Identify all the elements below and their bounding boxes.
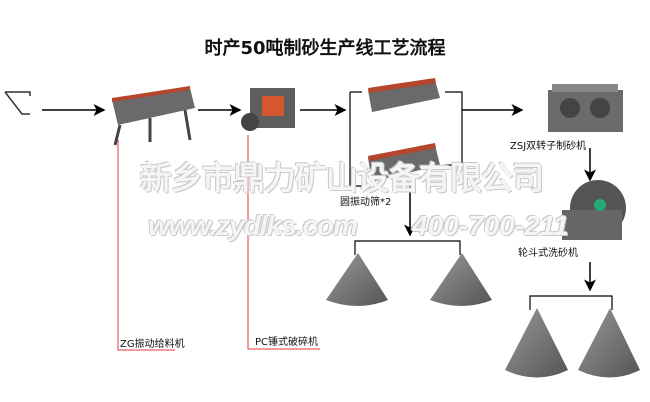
diagram-title: 时产50吨制砂生产线工艺流程 [204,38,446,59]
label-screen: 圆振动筛*2 [340,197,392,208]
leader-line [247,135,320,350]
label-sand-maker: ZSJ双转子制砂机 [510,141,587,152]
screen-machine-top [368,78,440,112]
sand-pile [578,308,640,378]
screen-machine-bottom [368,143,440,182]
washer-machine [562,180,626,240]
label-feeder: ZG振动给料机 [120,339,185,350]
leader-line [117,140,175,351]
merge-bracket [445,91,463,166]
watermark-website: www.zydlks.com [148,210,358,241]
watermark-phone: 400-700-211 [412,210,569,241]
sand-pile [326,253,388,306]
feeder-machine [112,86,195,146]
split-bracket [349,91,362,187]
sand-maker-machine [548,84,623,132]
hopper-icon [4,91,31,115]
label-washer: 轮斗式洗砂机 [518,248,578,259]
watermark-company: 新乡市鼎力矿山设备有限公司 [140,160,544,196]
bracket [529,295,613,310]
sand-pile [430,253,492,306]
bracket [354,240,461,255]
crusher-machine [241,88,295,131]
sand-pile [505,308,568,378]
label-crusher: PC锤式破碎机 [255,337,319,348]
